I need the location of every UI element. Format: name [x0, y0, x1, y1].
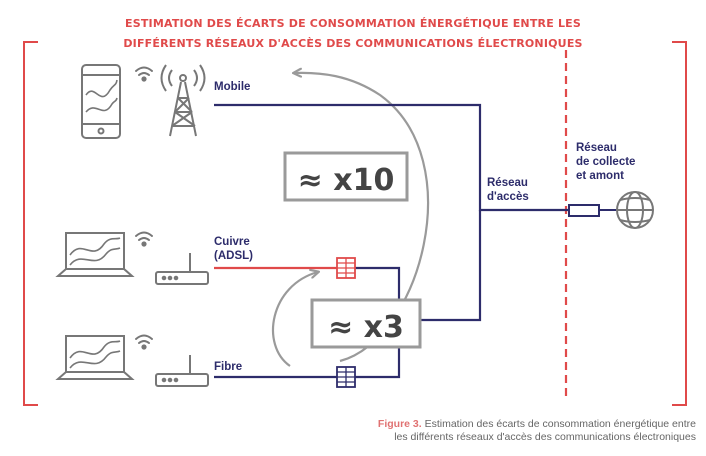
label-fibre: Fibre: [214, 361, 242, 373]
router-icon: [155, 253, 209, 285]
antenna-tower-icon: [160, 64, 206, 137]
laptop-icon: [55, 335, 135, 380]
right-bracket: [672, 41, 687, 406]
fibre-node-icon: [336, 366, 356, 388]
left-bracket: [23, 41, 38, 406]
title-line-1: ESTIMATION DES ÉCARTS DE CONSOMMATION ÉN…: [125, 17, 581, 30]
wifi-icon: [135, 66, 153, 82]
label-acces-2: d'accès: [487, 191, 529, 203]
figure-caption: Figure 3. Estimation des écarts de conso…: [256, 418, 696, 444]
label-mobile: Mobile: [214, 81, 250, 93]
caption-figure-number: Figure 3.: [377, 418, 422, 430]
label-adsl: (ADSL): [214, 250, 253, 262]
copper-node-icon: [336, 257, 356, 279]
label-collecte-2: de collecte: [576, 156, 635, 168]
globe-icon: [616, 191, 654, 229]
ratio-x10-text: ≈ x10: [298, 163, 395, 198]
arrow-fibre-to-copper: [271, 272, 318, 367]
ratio-x3-text: ≈ x3: [328, 310, 404, 345]
smartphone-icon: [81, 64, 121, 139]
label-cuivre: Cuivre: [214, 236, 250, 248]
laptop-icon: [55, 232, 135, 277]
ratio-box-x10: ≈ x10: [283, 151, 409, 202]
wifi-icon: [135, 231, 153, 247]
label-collecte-1: Réseau: [576, 142, 617, 154]
caption-line-1: Estimation des écarts de consommation én…: [424, 418, 696, 430]
ratio-box-x3: ≈ x3: [310, 298, 422, 349]
label-collecte-3: et amont: [576, 170, 624, 182]
title-line-2: DIFFÉRENTS RÉSEAUX D'ACCÈS DES COMMUNICA…: [123, 37, 582, 50]
router-icon: [155, 355, 209, 387]
caption-line-2: les différents réseaux d'accès des commu…: [394, 431, 696, 443]
label-acces-1: Réseau: [487, 177, 528, 189]
mobile-line: [214, 103, 569, 212]
access-connector-icon: [568, 204, 600, 217]
wifi-icon: [135, 334, 153, 350]
